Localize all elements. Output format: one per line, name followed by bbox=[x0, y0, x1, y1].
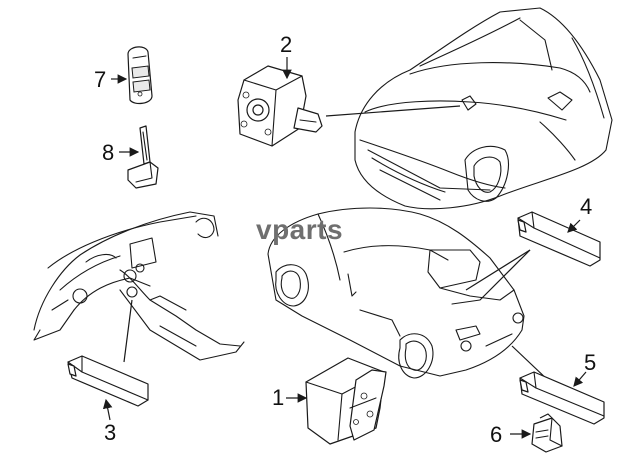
callout-5: 5 bbox=[584, 350, 596, 375]
callout-labels: 1 2 3 4 5 6 7 8 bbox=[94, 32, 596, 447]
part-3-antenna bbox=[67, 355, 149, 407]
part-5-antenna bbox=[519, 371, 605, 425]
callout-7: 7 bbox=[94, 67, 106, 92]
dashboard-illustration bbox=[33, 211, 245, 363]
part-1-control-module bbox=[305, 357, 387, 445]
part-4-antenna bbox=[517, 211, 601, 267]
car-front-illustration bbox=[354, 7, 613, 210]
callout-6: 6 bbox=[490, 422, 502, 447]
callout-arrows bbox=[102, 57, 587, 439]
callout-2: 2 bbox=[280, 32, 292, 57]
callout-1: 1 bbox=[272, 385, 284, 410]
part-7-key-fob bbox=[127, 46, 153, 105]
car-rear-illustration bbox=[267, 207, 551, 383]
part-8-emergency-key bbox=[127, 125, 159, 189]
callout-8: 8 bbox=[102, 140, 114, 165]
callout-4: 4 bbox=[580, 194, 592, 219]
part-2-sensor bbox=[237, 65, 461, 147]
part-6-connector bbox=[531, 413, 563, 453]
watermark-logo: vparts bbox=[256, 214, 344, 245]
callout-3: 3 bbox=[104, 420, 116, 445]
